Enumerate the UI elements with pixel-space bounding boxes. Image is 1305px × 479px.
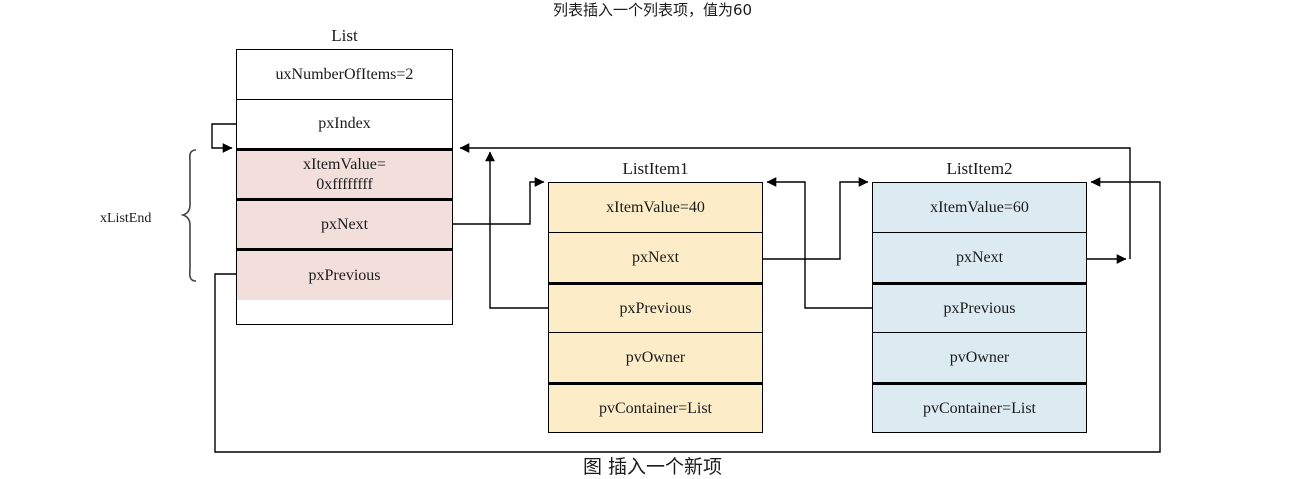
conn-list-pxnext [453, 177, 545, 225]
field-list-xitemvalue: xItemValue= 0xffffffff [237, 149, 452, 199]
field-item2-pxnext: pxNext [873, 233, 1086, 283]
struct-listitem2-title: ListItem2 [946, 159, 1013, 178]
conn-list-pxindex [211, 123, 236, 153]
conn-item1-pxnext [763, 177, 869, 260]
field-item1-pxnext: pxNext [549, 233, 762, 283]
struct-listitem1-title: ListItem1 [622, 159, 689, 178]
caption-bottom: 图 插入一个新项 [582, 456, 723, 478]
struct-list-body: uxNumberOfItems=2 pxIndex xItemValue= 0x… [236, 49, 453, 325]
field-item2-xitemvalue: xItemValue=60 [873, 183, 1086, 233]
field-item2-pvcontainer: pvContainer=List [873, 383, 1086, 432]
field-item1-pxprevious: pxPrevious [549, 283, 762, 333]
conn-item2-pxprevious [766, 177, 872, 309]
xlistend-label: xListEnd [100, 211, 152, 226]
field-item1-pvowner: pvOwner [549, 333, 762, 383]
field-list-pxprevious: pxPrevious [237, 249, 452, 300]
struct-listitem2-body: xItemValue=60 pxNext pxPrevious pvOwner … [872, 182, 1087, 433]
field-list-pxindex: pxIndex [237, 100, 452, 149]
field-list-uxnumberofitems: uxNumberOfItems=2 [237, 50, 452, 100]
field-item2-pvowner: pvOwner [873, 333, 1086, 383]
field-item2-pxprevious: pxPrevious [873, 283, 1086, 333]
struct-list-title: List [331, 26, 358, 45]
caption-top: 列表插入一个列表项，值为60 [552, 1, 753, 19]
struct-listitem1-body: xItemValue=40 pxNext pxPrevious pvOwner … [548, 182, 763, 433]
field-list-pxnext: pxNext [237, 199, 452, 249]
field-item1-pvcontainer: pvContainer=List [549, 383, 762, 432]
xlistend-brace [180, 149, 197, 282]
conn-item1-pxprevious [485, 151, 548, 309]
field-item1-xitemvalue: xItemValue=40 [549, 183, 762, 233]
